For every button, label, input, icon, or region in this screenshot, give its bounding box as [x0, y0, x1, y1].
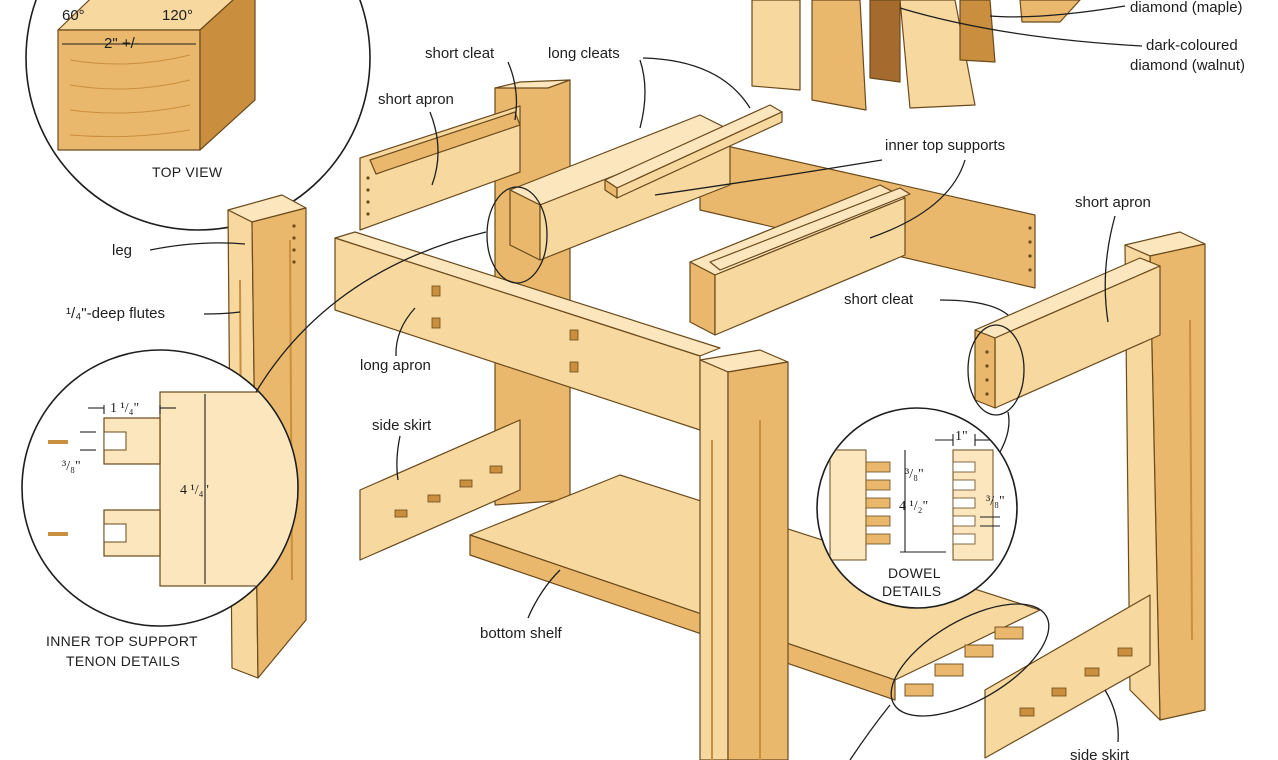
- dowel-diameter-dim: ³/₈": [986, 494, 1005, 509]
- side-skirt-left-label: side skirt: [372, 417, 432, 434]
- bottom-shelf-label: bottom shelf: [480, 625, 563, 642]
- short-apron-right-part: [974, 257, 1161, 409]
- short-cleat-top-label: short cleat: [425, 45, 495, 62]
- long-apron-front: [334, 231, 721, 431]
- dowel-depth-dim: 1": [955, 429, 968, 444]
- dowel-details-label-line2: DETAILS: [882, 583, 941, 599]
- inner-top-supports-label: inner top supports: [885, 137, 1005, 154]
- tenon-detail: 1 ¹/₄" 4 ¹/₄" ³/₈": [21, 349, 299, 627]
- top-view-label: TOP VIEW: [152, 164, 223, 180]
- tenon-height-dim: 4 ¹/₄": [180, 483, 209, 498]
- tenon-details-label-line2: TENON DETAILS: [66, 653, 180, 669]
- tenon-details-label-line1: INNER TOP SUPPORT: [46, 633, 198, 649]
- tenon-width-dim: 1 ¹/₄": [110, 401, 139, 416]
- dark-diamond-label-line1: dark-coloured: [1146, 37, 1238, 54]
- angle-120-label: 120°: [162, 7, 193, 24]
- long-apron-label: long apron: [360, 357, 431, 374]
- dowel-details-label-line1: DOWEL: [888, 565, 941, 581]
- short-cleat-right-label: short cleat: [844, 291, 914, 308]
- tenon-thickness-dim: ³/₈": [62, 459, 81, 474]
- front-center-leg: [699, 349, 789, 760]
- right-rear-leg: [1124, 231, 1206, 721]
- dowel-detail: 4 ¹/₂" ³/₈" 1" ³/₈" DOWEL DETAILS: [816, 407, 1018, 609]
- short-apron-left-part: [359, 105, 521, 231]
- short-apron-left-label: short apron: [378, 91, 454, 108]
- width-2-label: 2" +/-: [104, 35, 140, 52]
- side-skirt-left: [359, 419, 521, 561]
- diamond-maple-label: diamond (maple): [1130, 0, 1243, 16]
- diamond-block-side: [199, 0, 256, 151]
- flutes-label: ¹/₄"-deep flutes: [66, 305, 165, 322]
- dowel-height-dim: 4 ¹/₂": [899, 499, 928, 514]
- top-view-detail: TOP VIEW 60° 120° 2" +/-: [25, 0, 371, 231]
- long-cleats-label: long cleats: [548, 45, 620, 62]
- dowel-spacing-dim: ³/₈": [905, 467, 924, 482]
- leg-label: leg: [112, 242, 132, 259]
- long-cleats: [604, 104, 911, 271]
- side-skirt-right: [984, 594, 1151, 759]
- side-skirt-right-label: side skirt: [1070, 747, 1130, 760]
- short-apron-right-label: short apron: [1075, 194, 1151, 211]
- dark-diamond-label-line2: diamond (walnut): [1130, 57, 1245, 74]
- angle-60-label: 60°: [62, 7, 85, 24]
